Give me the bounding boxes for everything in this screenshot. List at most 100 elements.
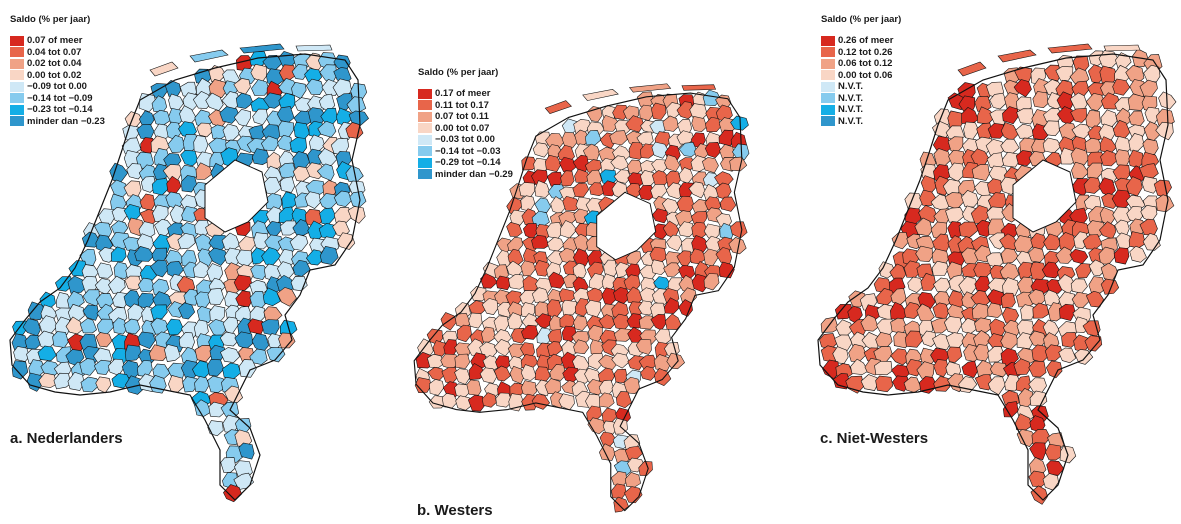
municipality-region: [549, 364, 566, 381]
municipality-region: [532, 142, 550, 158]
municipality-region: [664, 297, 680, 314]
municipality-region: [603, 259, 618, 277]
municipality-region: [613, 496, 629, 513]
map-nederlanders: [9, 43, 369, 503]
municipality-region: [1071, 161, 1090, 179]
municipality-region: [947, 110, 964, 129]
municipality-region: [613, 169, 632, 184]
municipality-region: [651, 102, 667, 120]
municipality-region: [181, 205, 200, 223]
municipality-region: [651, 259, 667, 276]
municipality-region: [611, 352, 630, 369]
municipality-region: [890, 348, 910, 366]
municipality-region: [623, 376, 640, 395]
legend-swatch: [821, 35, 835, 46]
municipality-region: [137, 277, 156, 293]
municipality-region: [96, 318, 114, 336]
municipality-region: [222, 362, 242, 379]
municipality-region: [891, 232, 910, 250]
municipality-region: [520, 380, 537, 397]
legend-item: −0.14 tot −0.09: [10, 93, 105, 105]
legend-swatch: [10, 93, 24, 104]
legend-swatch: [418, 169, 432, 180]
island-region: [957, 61, 987, 77]
municipality-region: [520, 260, 537, 277]
legend-label: −0.23 tot −0.14: [27, 104, 93, 116]
legend-item: 0.00 tot 0.02: [10, 70, 105, 82]
legend-item: 0.02 tot 0.04: [10, 58, 105, 70]
legend-swatch: [10, 116, 24, 127]
municipality-region: [637, 300, 656, 316]
municipality-region: [454, 368, 471, 385]
legend-label: 0.26 of meer: [838, 35, 894, 47]
legend-swatch: [418, 146, 432, 157]
legend-label: 0.17 of meer: [435, 88, 491, 100]
legend-title: Saldo (% per jaar): [10, 14, 91, 25]
municipality-region: [720, 196, 737, 212]
municipality-region: [531, 393, 550, 410]
lake-ijsselmeer: [204, 159, 269, 233]
legend-swatch: [821, 70, 835, 81]
municipality-region: [1155, 194, 1175, 213]
municipality-region: [1016, 429, 1037, 447]
municipality-region: [987, 346, 1006, 363]
legend-swatch: [10, 104, 24, 115]
legend-swatch: [418, 157, 432, 168]
municipality-region: [987, 302, 1003, 318]
municipality-region: [149, 344, 169, 362]
municipality-region: [252, 108, 269, 126]
caption-niet-westers: c. Niet-Westers: [820, 430, 929, 447]
map-niet-westers: [817, 43, 1177, 505]
municipality-region: [875, 375, 894, 393]
municipality-region: [987, 178, 1004, 196]
municipality-region: [123, 180, 142, 197]
municipality-region: [562, 195, 580, 212]
municipality-region: [640, 170, 655, 188]
legend-swatch: [821, 93, 835, 104]
municipality-region: [279, 176, 296, 193]
caption-nederlanders: a. Nederlanders: [10, 430, 123, 447]
municipality-region: [108, 275, 126, 294]
municipality-region: [208, 401, 227, 418]
municipality-region: [112, 317, 128, 335]
municipality-region: [53, 372, 71, 390]
municipality-region: [627, 355, 644, 371]
municipality-region: [534, 366, 551, 382]
municipality-region: [1075, 263, 1092, 279]
municipality-region: [167, 135, 185, 154]
municipality-region: [546, 171, 563, 187]
municipality-region: [614, 368, 628, 384]
legend-label: −0.29 tot −0.14: [435, 157, 501, 169]
municipality-region: [860, 314, 879, 332]
municipality-region: [138, 110, 155, 127]
municipality-region: [509, 365, 525, 384]
legend-label: N.V.T.: [838, 104, 863, 116]
municipality-region: [124, 344, 142, 362]
municipality-region: [305, 78, 324, 96]
municipality-region: [1041, 261, 1062, 279]
municipality-region: [587, 417, 607, 435]
municipality-region: [317, 148, 338, 166]
municipality-region: [651, 208, 669, 224]
municipality-region: [454, 353, 470, 369]
municipality-region: [688, 181, 706, 199]
legend-swatch: [821, 81, 835, 92]
municipality-region: [442, 381, 460, 398]
municipality-region: [1142, 138, 1159, 155]
municipality-region: [678, 221, 695, 238]
municipality-region: [495, 275, 511, 291]
legend-label: −0.14 tot −0.09: [27, 92, 93, 104]
municipality-region: [730, 115, 749, 131]
legend-item: −0.03 tot 0.00: [418, 134, 513, 146]
legend-swatch: [418, 134, 432, 145]
municipality-region: [988, 232, 1007, 250]
municipality-region: [319, 207, 337, 225]
legend-swatch: [418, 100, 432, 111]
island-region: [189, 49, 229, 63]
municipality-region: [974, 275, 991, 292]
municipality-region: [266, 151, 283, 169]
municipality-region: [1112, 78, 1131, 96]
